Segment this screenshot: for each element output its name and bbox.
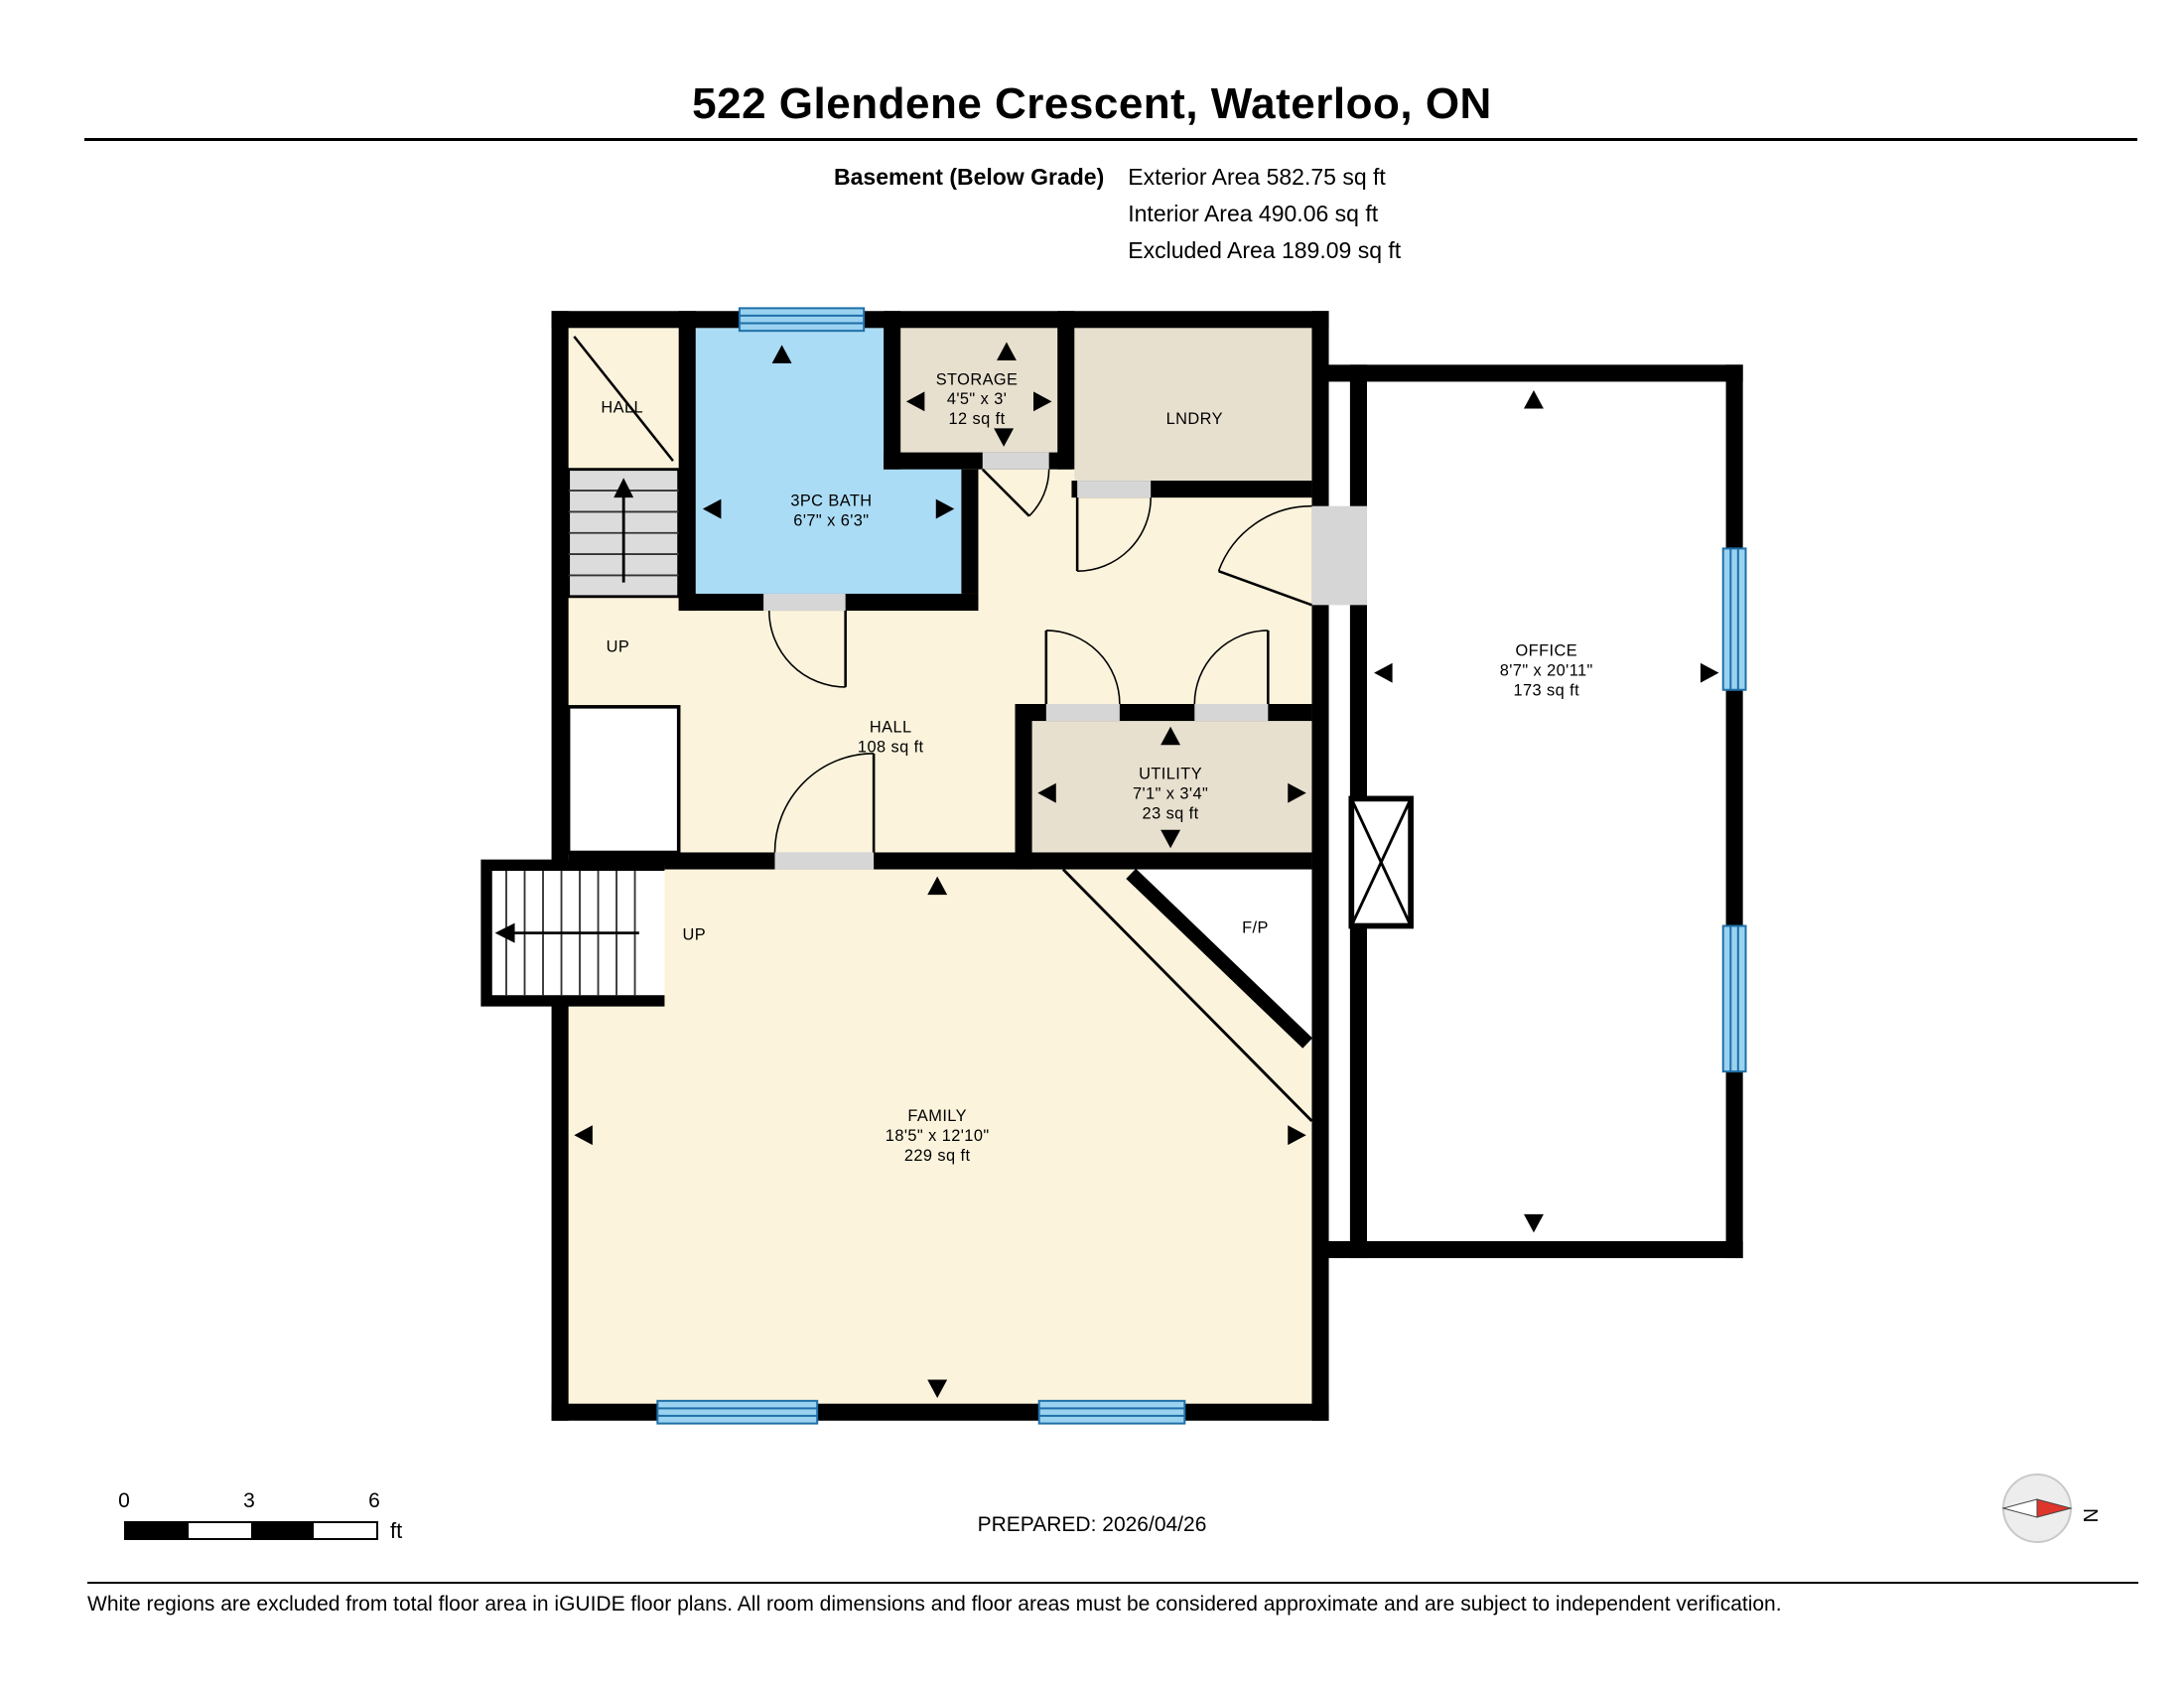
floor-label: Basement (Below Grade)	[834, 164, 1105, 190]
window-bottom-left	[656, 1399, 819, 1425]
storage-right-arrow-icon	[1033, 391, 1052, 412]
utility-left-arrow-icon	[1037, 782, 1056, 803]
window-office-lower	[1721, 924, 1747, 1073]
bath-floor	[695, 328, 962, 594]
header-divider	[84, 138, 2137, 141]
hall-upper-door	[573, 336, 674, 462]
bath-dims: 6'7" x 6'3"	[793, 512, 869, 530]
scale-bar-segments	[124, 1521, 378, 1540]
utility-down-arrow-icon	[1160, 829, 1181, 849]
office-dims: 8'7" x 20'11"	[1500, 662, 1593, 680]
storage-dims: 4'5" x 3'	[947, 390, 1007, 408]
office-area: 173 sq ft	[1513, 681, 1579, 699]
scale-segment	[314, 1523, 376, 1538]
stairs-lower-label: UP	[683, 926, 707, 944]
office-right-arrow-icon	[1700, 662, 1719, 683]
family-dims: 18'5" x 12'10"	[886, 1127, 990, 1145]
area-legend: Basement (Below Grade) Exterior Area 582…	[834, 159, 1401, 269]
window-top	[738, 307, 866, 333]
stairs-up-arrow-icon	[614, 478, 634, 498]
fireplace-label: F/P	[1242, 919, 1269, 937]
bath-door	[763, 593, 847, 688]
scale-bar: 0 3 6 ft	[118, 1489, 402, 1543]
scale-tick-0: 0	[118, 1489, 130, 1512]
scale-segment	[189, 1523, 251, 1538]
family-area: 229 sq ft	[904, 1147, 971, 1165]
office-down-arrow-icon	[1523, 1213, 1544, 1233]
family-label: FAMILY	[907, 1107, 967, 1125]
excluded-area: Excluded Area 189.09 sq ft	[1128, 237, 1402, 263]
bath-label: 3PC BATH	[790, 492, 872, 510]
excluded-notch	[566, 705, 681, 855]
shaft-box	[1348, 795, 1414, 929]
stairs-upper-label: UP	[607, 637, 630, 655]
laundry-door	[1075, 481, 1152, 572]
dimension-arrows	[574, 342, 1719, 1398]
office-door	[1217, 504, 1367, 607]
scale-unit: ft	[390, 1518, 403, 1543]
room-labels: HALL 3PC BATH 6'7" x 6'3" STORAGE 4'5" x…	[601, 370, 1592, 1165]
windows	[656, 307, 1747, 1425]
stairs-lower	[480, 859, 665, 1007]
hall-upper-label: HALL	[601, 399, 643, 417]
laundry-label: LNDRY	[1166, 410, 1223, 428]
fireplace	[1061, 868, 1313, 1122]
scale-tick-6: 6	[368, 1489, 380, 1512]
utility-door-right	[1193, 630, 1270, 722]
disclaimer-text: White regions are excluded from total fl…	[87, 1593, 1782, 1616]
bath-window-arrow-icon	[771, 345, 792, 363]
doors	[573, 336, 1367, 870]
page-title: 522 Glendene Crescent, Waterloo, ON	[692, 79, 1492, 128]
compass-icon: N	[1995, 1467, 2115, 1555]
office-left-arrow-icon	[1374, 662, 1393, 683]
hall-label: HALL	[870, 718, 912, 736]
hall-area: 108 sq ft	[858, 738, 924, 756]
stairs-upper	[567, 468, 681, 599]
utility-dims: 7'1" x 3'4"	[1133, 784, 1208, 802]
family-left-arrow-icon	[574, 1125, 593, 1146]
utility-area: 23 sq ft	[1143, 804, 1199, 822]
utility-up-arrow-icon	[1160, 726, 1181, 746]
utility-right-arrow-icon	[1288, 782, 1306, 803]
utility-door-left	[1044, 630, 1121, 722]
compass-north-label: N	[2079, 1508, 2101, 1522]
exterior-area: Exterior Area 582.75 sq ft	[1128, 164, 1386, 190]
window-office-upper	[1721, 547, 1747, 691]
prepared-date: PREPARED: 2026/04/26	[977, 1513, 1207, 1536]
stairs-left-arrow-icon	[494, 922, 515, 943]
storage-left-arrow-icon	[905, 391, 925, 412]
laundry-floor	[1074, 328, 1312, 482]
interior-area: Interior Area 490.06 sq ft	[1128, 201, 1379, 226]
family-up-arrow-icon	[927, 876, 948, 896]
bath-right-arrow-icon	[935, 498, 955, 519]
bath-left-arrow-icon	[702, 498, 722, 519]
floor-plan: HALL 3PC BATH 6'7" x 6'3" STORAGE 4'5" x…	[480, 307, 1747, 1425]
utility-label: UTILITY	[1139, 765, 1202, 782]
storage-label: STORAGE	[936, 370, 1019, 388]
scale-segment	[251, 1523, 314, 1538]
area-list: Exterior Area 582.75 sq ft Interior Area…	[1128, 159, 1401, 269]
scale-segment	[126, 1523, 189, 1538]
storage-door	[981, 452, 1050, 517]
office-up-arrow-icon	[1523, 389, 1544, 409]
scale-tick-3: 3	[243, 1489, 255, 1512]
storage-area: 12 sq ft	[949, 410, 1006, 428]
family-right-arrow-icon	[1288, 1125, 1306, 1146]
family-door	[773, 753, 876, 870]
office-floor	[1366, 381, 1726, 1241]
window-bottom-right	[1037, 1399, 1186, 1425]
family-down-arrow-icon	[927, 1379, 948, 1398]
office-label: OFFICE	[1516, 642, 1578, 660]
storage-up-arrow-icon	[996, 342, 1017, 361]
storage-down-arrow-icon	[994, 428, 1015, 447]
footer-divider	[87, 1582, 2138, 1584]
storage-floor	[900, 328, 1058, 453]
